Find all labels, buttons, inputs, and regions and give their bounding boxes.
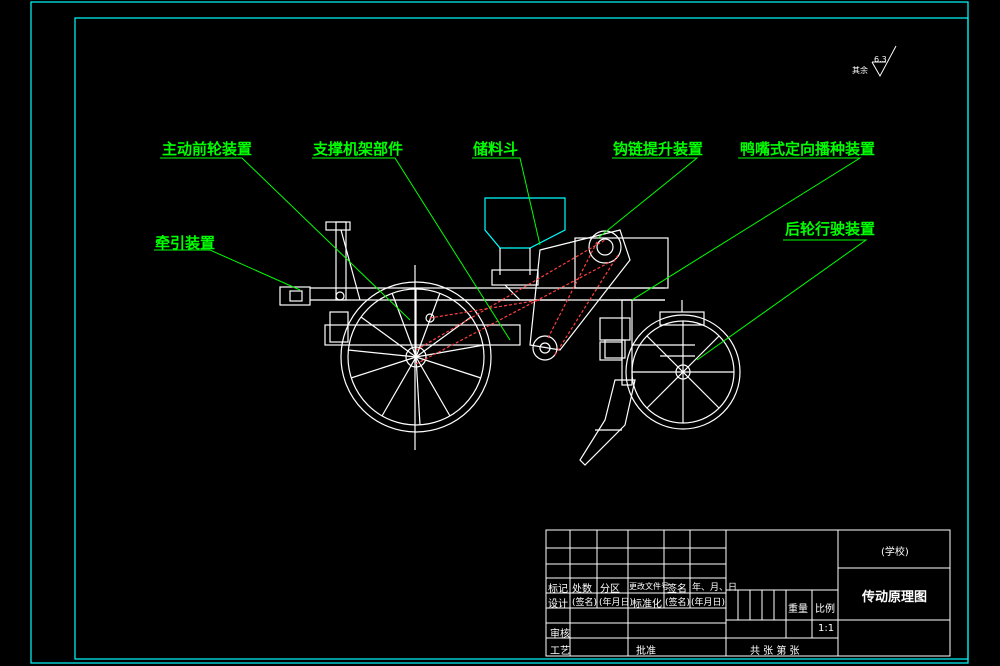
front-wheel (340, 281, 492, 433)
tb-drawing-title: 传动原理图 (862, 590, 928, 605)
leader-hook-chain (597, 157, 699, 239)
outer-frame (30, 1, 969, 664)
tb-design: 设计 (548, 599, 568, 610)
label-duckbill: 鸭嘴式定向播种装置 (740, 140, 876, 158)
tb-std-sign: (签名) (665, 598, 691, 608)
tb-mark: 标记 (548, 584, 568, 595)
leader-rear-wheel (696, 239, 868, 361)
tb-approve: 批准 (636, 646, 656, 657)
inner-frame (74, 17, 969, 660)
label-hopper: 储料斗 (473, 140, 519, 158)
tb-standard: 标准化 (632, 599, 662, 610)
leader-traction (154, 249, 301, 291)
duckbill-opener (579, 379, 636, 466)
tb-zone: 分区 (600, 584, 620, 595)
label-hook-chain: 钩链提升装置 (613, 140, 704, 158)
roughness-value: 6.3 (874, 55, 887, 64)
label-front-wheel: 主动前轮装置 (162, 140, 253, 158)
tb-std-date: (年月日) (691, 598, 726, 608)
tb-count: 处数 (572, 584, 592, 595)
tb-school: (学校) (881, 547, 909, 558)
label-frame-parts: 支撑机架部件 (313, 140, 404, 158)
tb-design-sign: (签名) (572, 598, 598, 608)
tb-sheets: 共 张 第 张 (750, 646, 800, 657)
tb-review: 审核 (550, 629, 570, 640)
tb-change-doc: 更改文件号 (629, 582, 669, 591)
tb-sign: 签名 (667, 584, 687, 595)
leader-front-wheel (160, 157, 411, 321)
leader-hopper (472, 157, 541, 246)
leader-duckbill (631, 157, 862, 301)
transmission-chain (415, 239, 619, 365)
label-rear-wheel: 后轮行驶装置 (785, 220, 876, 238)
tb-scale-label: 比例 (815, 604, 835, 615)
tb-date: 年、月、日 (692, 583, 738, 593)
tb-process: 工艺 (550, 646, 570, 657)
seed-hopper (484, 197, 566, 249)
roughness-symbol (871, 45, 897, 78)
seeder-machine (279, 197, 741, 466)
label-traction: 牵引装置 (155, 234, 216, 252)
leader-frame (312, 157, 511, 341)
tb-design-date: (年月日) (599, 598, 634, 608)
rear-wheel (625, 300, 741, 430)
roughness-label: 其余 (852, 66, 868, 75)
leader-lines (154, 157, 868, 361)
tb-weight: 重量 (788, 604, 808, 615)
title-block-grid (545, 529, 951, 657)
tb-scale-value: 1:1 (818, 623, 835, 634)
